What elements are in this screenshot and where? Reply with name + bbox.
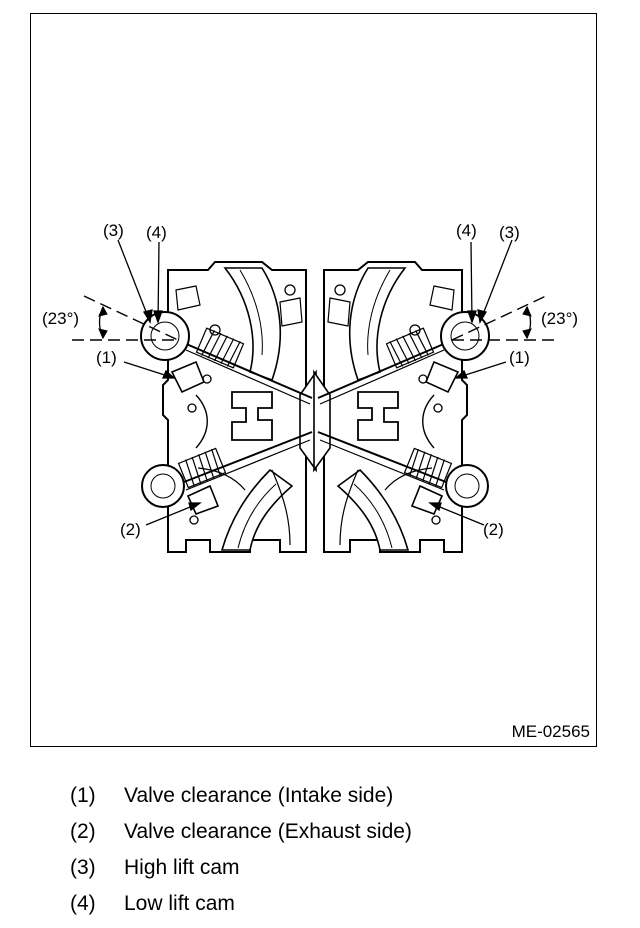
callout-4-right: (4) [456, 221, 477, 240]
legend-text: High lift cam [124, 856, 240, 879]
legend-item: (4) Low lift cam [70, 886, 590, 922]
cylinder-head-diagram: (3) (4) (23°) (1) (2) (4) (3) (23°) (1) … [42, 221, 578, 553]
right-angle-indicator [451, 295, 558, 341]
legend-number: (3) [70, 856, 96, 879]
callout-2-left: (2) [120, 520, 141, 539]
callout-3-left: (3) [103, 221, 124, 240]
legend-number: (4) [70, 892, 96, 915]
callout-1-right: (1) [509, 348, 530, 367]
legend-text: Low lift cam [124, 892, 235, 915]
legend-text: Valve clearance (Exhaust side) [124, 820, 412, 843]
legend: (1) Valve clearance (Intake side) (2) Va… [70, 778, 590, 922]
legend-number: (2) [70, 820, 96, 843]
angle-label-left: (23°) [42, 309, 79, 328]
callout-2-right: (2) [483, 520, 504, 539]
callout-1-left: (1) [96, 348, 117, 367]
legend-item: (1) Valve clearance (Intake side) [70, 778, 590, 814]
callout-3-right: (3) [499, 223, 520, 242]
angle-label-right: (23°) [541, 309, 578, 328]
figure-code: ME-02565 [511, 722, 590, 741]
legend-item: (2) Valve clearance (Exhaust side) [70, 814, 590, 850]
right-cylinder-head [313, 261, 490, 553]
legend-text: Valve clearance (Intake side) [124, 784, 394, 807]
leader-lines [117, 239, 513, 526]
left-angle-indicator [72, 295, 179, 341]
left-cylinder-head [140, 261, 317, 553]
legend-number: (1) [70, 784, 96, 807]
legend-item: (3) High lift cam [70, 850, 590, 886]
callout-4-left: (4) [146, 223, 167, 242]
